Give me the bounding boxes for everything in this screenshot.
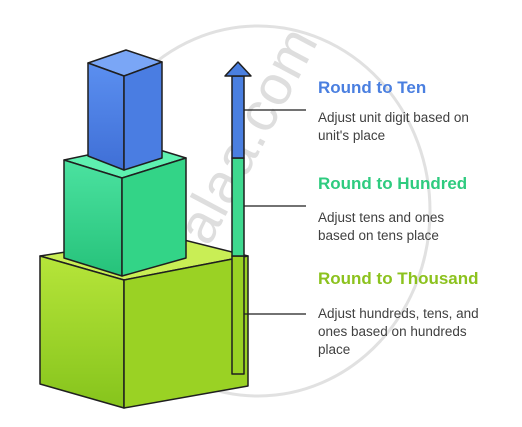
bar-segment-thousand <box>231 255 245 375</box>
level-thousand-desc-line-1: Adjust hundreds, tens, and <box>318 306 479 321</box>
level-thousand-desc-line-3: place <box>318 342 351 357</box>
level-hundred-title: Round to Hundred <box>318 174 468 193</box>
ten-block <box>87 49 163 171</box>
arrow-head-icon <box>224 61 252 77</box>
level-thousand-description: Adjust hundreds, tens, and ones based on… <box>318 305 518 359</box>
level-thousand-panel: Round to Thousand Adjust hundreds, tens,… <box>318 269 518 359</box>
level-thousand-title: Round to Thousand <box>318 269 479 288</box>
level-ten-desc-line-2: unit's place <box>318 128 386 143</box>
level-ten-description: Adjust unit digit based on unit's place <box>318 109 518 145</box>
connectors <box>244 109 306 315</box>
level-hundred-desc-line-2: based on tens place <box>318 228 439 243</box>
level-thousand-desc-line-2: ones based on hundreds <box>318 324 467 339</box>
bar-segment-hundred <box>231 157 245 257</box>
level-hundred-panel: Round to Hundred Adjust tens and ones ba… <box>318 174 518 245</box>
progress-arrow <box>224 61 252 375</box>
level-hundred-desc-line-1: Adjust tens and ones <box>318 210 445 225</box>
level-hundred-description: Adjust tens and ones based on tens place <box>318 209 518 245</box>
level-ten-panel: Round to Ten Adjust unit digit based on … <box>318 78 518 145</box>
level-ten-title: Round to Ten <box>318 78 427 97</box>
bar-segment-ten <box>231 75 245 159</box>
level-ten-desc-line-1: Adjust unit digit based on <box>318 110 469 125</box>
